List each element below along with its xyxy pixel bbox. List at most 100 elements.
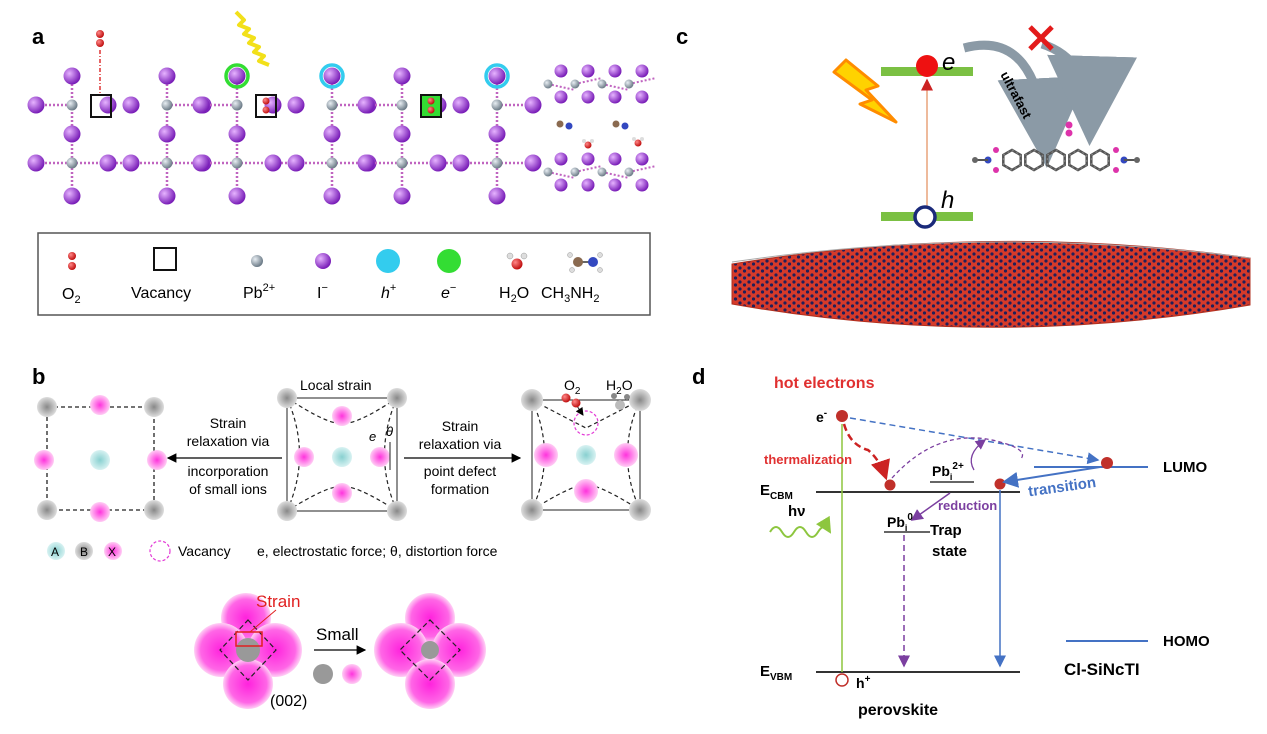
iodide-atom [158,125,176,143]
iodide-atom [99,154,117,172]
defect-cell [521,389,651,521]
iodide-atom [158,67,176,85]
lead-atom [624,79,634,89]
o2-in-vacancy-2 [262,97,270,114]
iodide-atom [608,90,622,104]
cbm-electron-dot-1 [884,479,896,491]
carbon-atom [972,157,978,163]
lead-atom [66,99,78,111]
hole-ring [319,63,345,89]
o2-molecule-incoming [96,30,104,94]
panel-c-letter: c [676,24,688,49]
iodide-atom [608,178,622,192]
lead-atom [161,99,173,111]
methylamine-atom [565,122,573,130]
lead-atom [491,157,503,169]
iodide-atom [429,154,447,172]
o2-superoxide-3 [427,97,435,114]
iodide-atom [99,96,117,114]
lead-atom [231,157,243,169]
lead-atom [543,167,553,177]
lead-atom [570,79,580,89]
lead-atom [161,157,173,169]
iodide-atom [357,96,375,114]
lead-atom [231,99,243,111]
panel-b-letter: b [32,364,45,389]
iodide-atom [608,152,622,166]
light-wave-icon [234,10,270,67]
strained-cell [277,388,407,521]
iodide-atom [323,125,341,143]
hot-electron-dot [836,410,848,422]
methylamine-atom [621,122,629,130]
strain-label: Strain [256,592,300,611]
blocked-arrow [1040,39,1138,146]
o2-molecule-c [1065,121,1073,137]
iodide-atom [357,154,375,172]
iodide-atom [554,64,568,78]
iodide-atom [63,125,81,143]
legend-pb-label: Pb2+ [243,282,275,302]
legend-water-label: H2O [499,285,529,305]
svg-text:Strain: Strain [210,415,247,431]
iodide-atom [524,96,542,114]
svg-text:of small ions: of small ions [189,481,267,497]
iodide-atom [554,90,568,104]
local-strain-label: Local strain [300,377,372,393]
legend-water-icon [506,252,528,270]
cbm-electron-dot-2 [994,478,1006,490]
iodide-atom [323,67,341,85]
thermalization-label: thermalization [764,452,852,467]
hv-label: hν [788,503,806,520]
iodide-atom [264,154,282,172]
iodide-atom [581,178,595,192]
theta-symbol: θ [386,424,393,439]
water-atom [634,139,642,147]
legend-b [47,540,171,562]
lead-atom [326,157,338,169]
plane-label: (002) [270,693,307,710]
iodide-atom [452,154,470,172]
pbi2-label: Pbi2+ [932,461,964,482]
ring-atoms [1002,149,1022,171]
iodide-atom [192,154,210,172]
oxygen-atom [1113,167,1119,173]
water-atom [582,139,586,143]
iodide-atom [554,152,568,166]
perovskite-lattice-group [27,63,542,205]
legend-iodide-label: I− [317,282,328,302]
evbm-label: EVBM [760,663,792,683]
lead-atom [396,157,408,169]
degraded-lattice [543,64,657,192]
iodide-atom [488,67,506,85]
iodide-atom [581,90,595,104]
oxygen-atom [993,167,999,173]
iodide-atom [488,125,506,143]
iodide-atom [63,67,81,85]
e-force-symbol: e [369,429,376,444]
iodide-atom [635,152,649,166]
c-h-label: h [941,187,954,214]
legend-iodide-icon [315,253,331,269]
iodide-atom [158,187,176,205]
iodide-atom [393,187,411,205]
ring-atoms [1046,149,1066,171]
perovskite-label: perovskite [858,702,938,719]
water-atom [590,139,594,143]
lead-atom [491,99,503,111]
iodide-atom [393,67,411,85]
right-arrow-text: Strain relaxation via point defect forma… [419,418,502,497]
legend-vacancy-icon [153,247,177,271]
lead-atom [570,167,580,177]
iodide-atom [488,187,506,205]
iodide-atom [524,154,542,172]
vacancy-square-1 [90,94,112,118]
lead-atom [597,79,607,89]
lead-atom [326,99,338,111]
vacancy-square-3-electron [420,94,442,118]
iodide-atom [287,96,305,114]
transition-arrow [1002,466,1101,488]
legend-electron-icon [437,249,461,273]
legend-methylamine-icon [567,252,603,273]
